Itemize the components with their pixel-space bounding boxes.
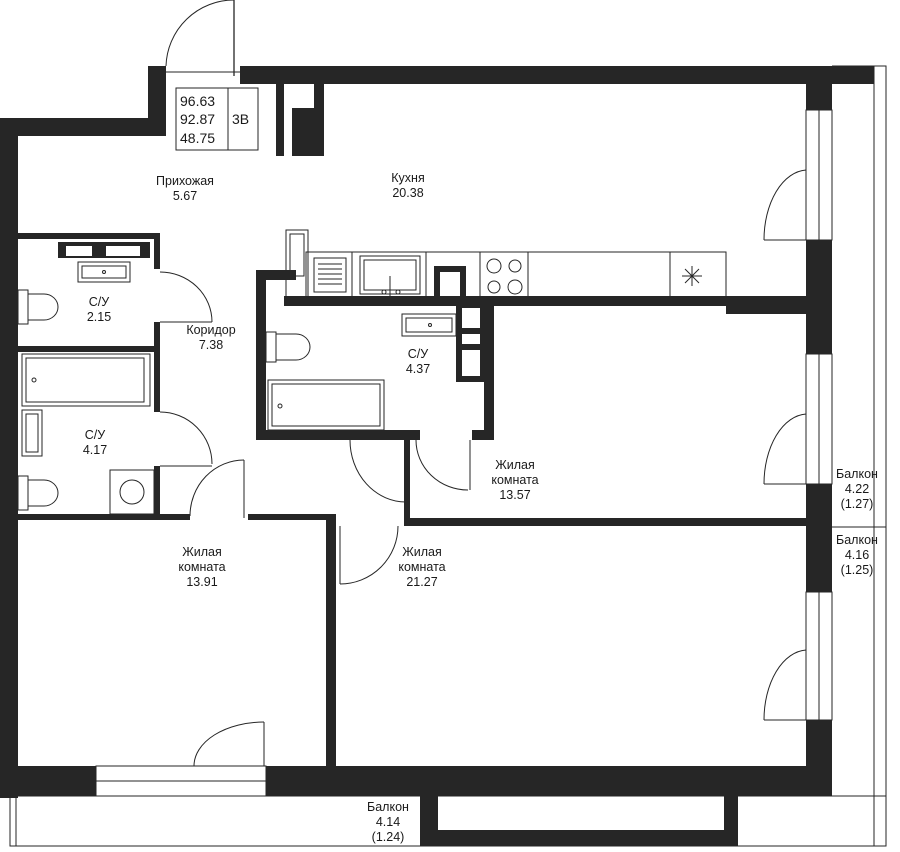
bath-small-name: С/У [89,295,110,309]
bath-left-area: 4.17 [83,443,107,457]
bath-left-name: С/У [85,428,106,442]
balcony-bottom-name: Балкон [367,800,409,814]
doors [159,0,807,767]
living-mid-name-2: комната [491,473,538,487]
living-left-name-1: Жилая [182,545,222,559]
balcony-rt-reduced: (1.27) [841,497,874,511]
cooktop-icon [486,258,523,295]
living-big-name-1: Жилая [402,545,442,559]
bathroom-fittings [17,242,457,515]
balcony-rb-area: 4.16 [845,548,869,562]
living-area-value: 48.75 [180,130,215,146]
hall-area: 5.67 [173,189,197,203]
kitchen-fittings [285,229,727,301]
room-labels: Прихожая 5.67 Кухня 20.38 С/У 2.15 Корид… [83,171,878,844]
living-mid-area: 13.57 [499,488,530,502]
walls [0,66,874,846]
living-big-name-2: комната [398,560,445,574]
boiler-star-icon [682,266,702,286]
kitchen-name: Кухня [391,171,424,185]
total-area-value: 96.63 [180,93,215,109]
corridor-name: Коридор [186,323,235,337]
bath-center-name: С/У [408,347,429,361]
balcony-bottom-area: 4.14 [376,815,400,829]
area-summary-box: 96.63 92.87 48.75 3В [175,87,259,151]
dishwasher-icon [313,257,347,293]
living-big-area: 21.27 [406,575,437,589]
bath-center-area: 4.37 [406,362,430,376]
balcony-rb-reduced: (1.25) [841,563,874,577]
balcony-rt-area: 4.22 [845,482,869,496]
windows [95,109,833,797]
reduced-area-value: 92.87 [180,111,215,127]
kitchen-sink-icon [359,255,421,296]
hall-name: Прихожая [156,174,214,188]
bath-small-area: 2.15 [87,310,111,324]
apartment-type-label: 3В [232,111,249,127]
balcony-rt-name: Балкон [836,467,878,481]
kitchen-area: 20.38 [392,186,423,200]
living-left-name-2: комната [178,560,225,574]
balcony-bottom-reduced: (1.24) [372,830,405,844]
living-left-area: 13.91 [186,575,217,589]
corridor-area: 7.38 [199,338,223,352]
living-mid-name-1: Жилая [495,458,535,472]
balcony-rb-name: Балкон [836,533,878,547]
balcony-outlines [9,65,887,847]
